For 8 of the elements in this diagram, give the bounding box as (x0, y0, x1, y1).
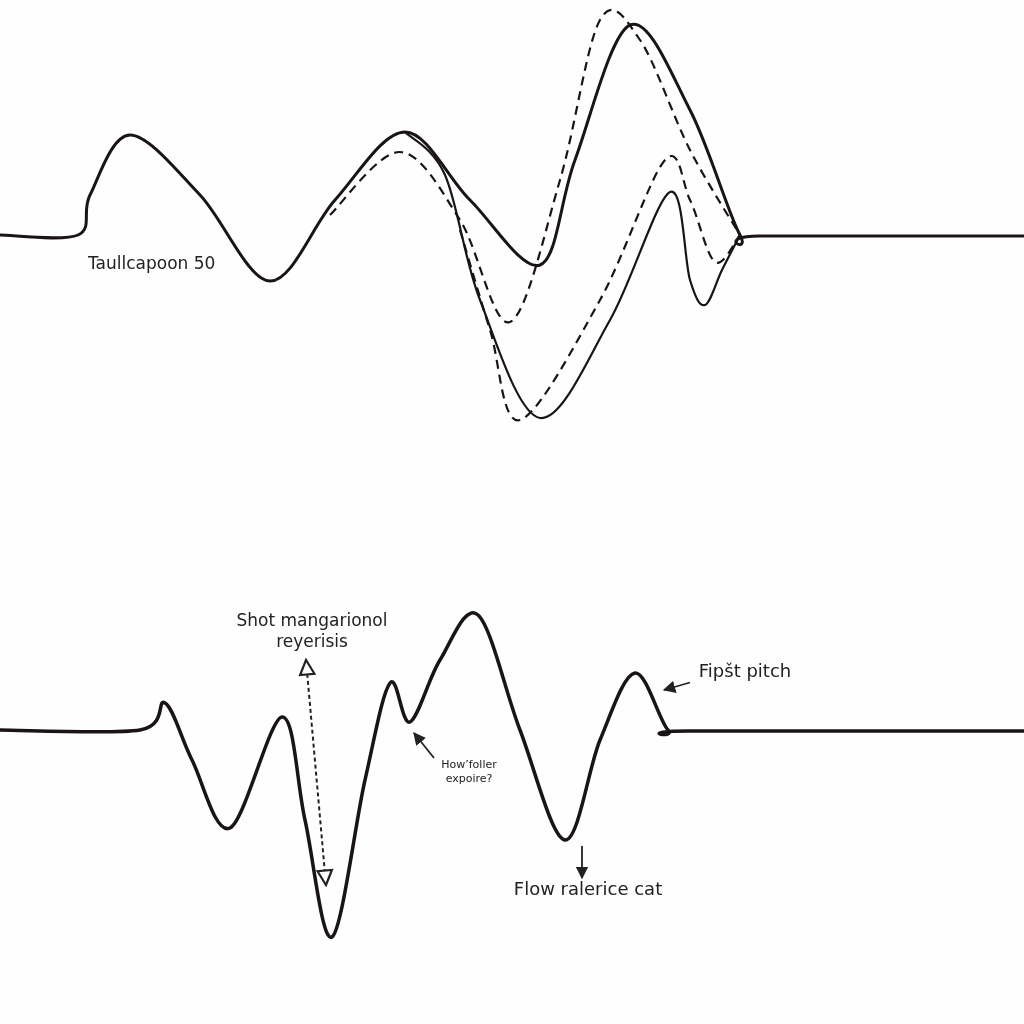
annotation-text: Shot mangarionol reyerisis (222, 610, 402, 653)
wave-label: Taullcapoon 50 (88, 253, 216, 273)
leader-arrow (413, 732, 435, 759)
leader-arrow (662, 680, 691, 693)
annotation-text: How’foller expoire? (434, 758, 504, 786)
annotation-text: Flow ralerice cat (508, 878, 668, 901)
leader-arrow (575, 845, 589, 880)
annotation-text: Fipšt pitch (690, 660, 800, 683)
